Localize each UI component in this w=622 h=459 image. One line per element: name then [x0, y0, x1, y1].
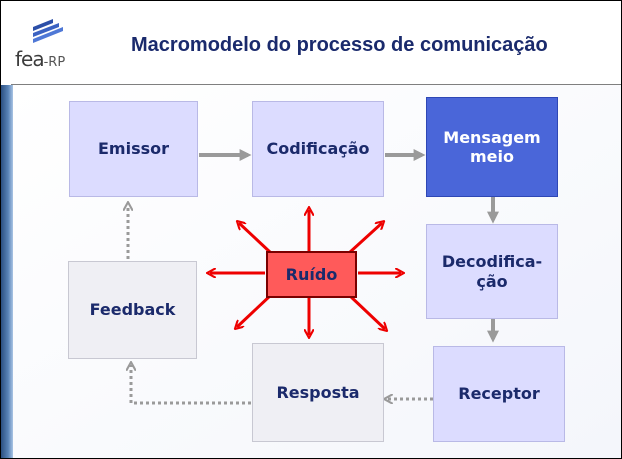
logo-stripes-icon: [33, 19, 63, 43]
codificacao-box: Codificação: [252, 101, 384, 197]
feedback-box: Feedback: [68, 261, 197, 359]
noise-arrows: [210, 210, 401, 335]
logo-text: fea-RP: [15, 47, 66, 71]
noise-arrow-up-right: [347, 223, 382, 255]
noise-arrow-down-right: [347, 293, 385, 329]
left-accent-bar: [1, 85, 13, 458]
fea-rp-logo: fea-RP: [15, 17, 95, 79]
noise-arrow-up-left: [239, 223, 273, 255]
page-title: Macromodelo do processo de comunicação: [131, 34, 548, 56]
resposta-box: Resposta: [252, 343, 384, 442]
arrow-resposta-feedback: [131, 365, 251, 405]
receptor-box: Receptor: [433, 346, 565, 442]
emissor-box: Emissor: [69, 101, 198, 197]
slide-header: fea-RP Macromodelo do processo de comuni…: [1, 1, 621, 85]
decodificacao-box: Decodifica-ção: [426, 224, 558, 319]
ruido-box: Ruído: [266, 251, 357, 298]
noise-arrow-down-left: [237, 293, 273, 327]
header-divider: [11, 84, 621, 85]
mensagem-meio-box: Mensagem meio: [426, 97, 558, 197]
